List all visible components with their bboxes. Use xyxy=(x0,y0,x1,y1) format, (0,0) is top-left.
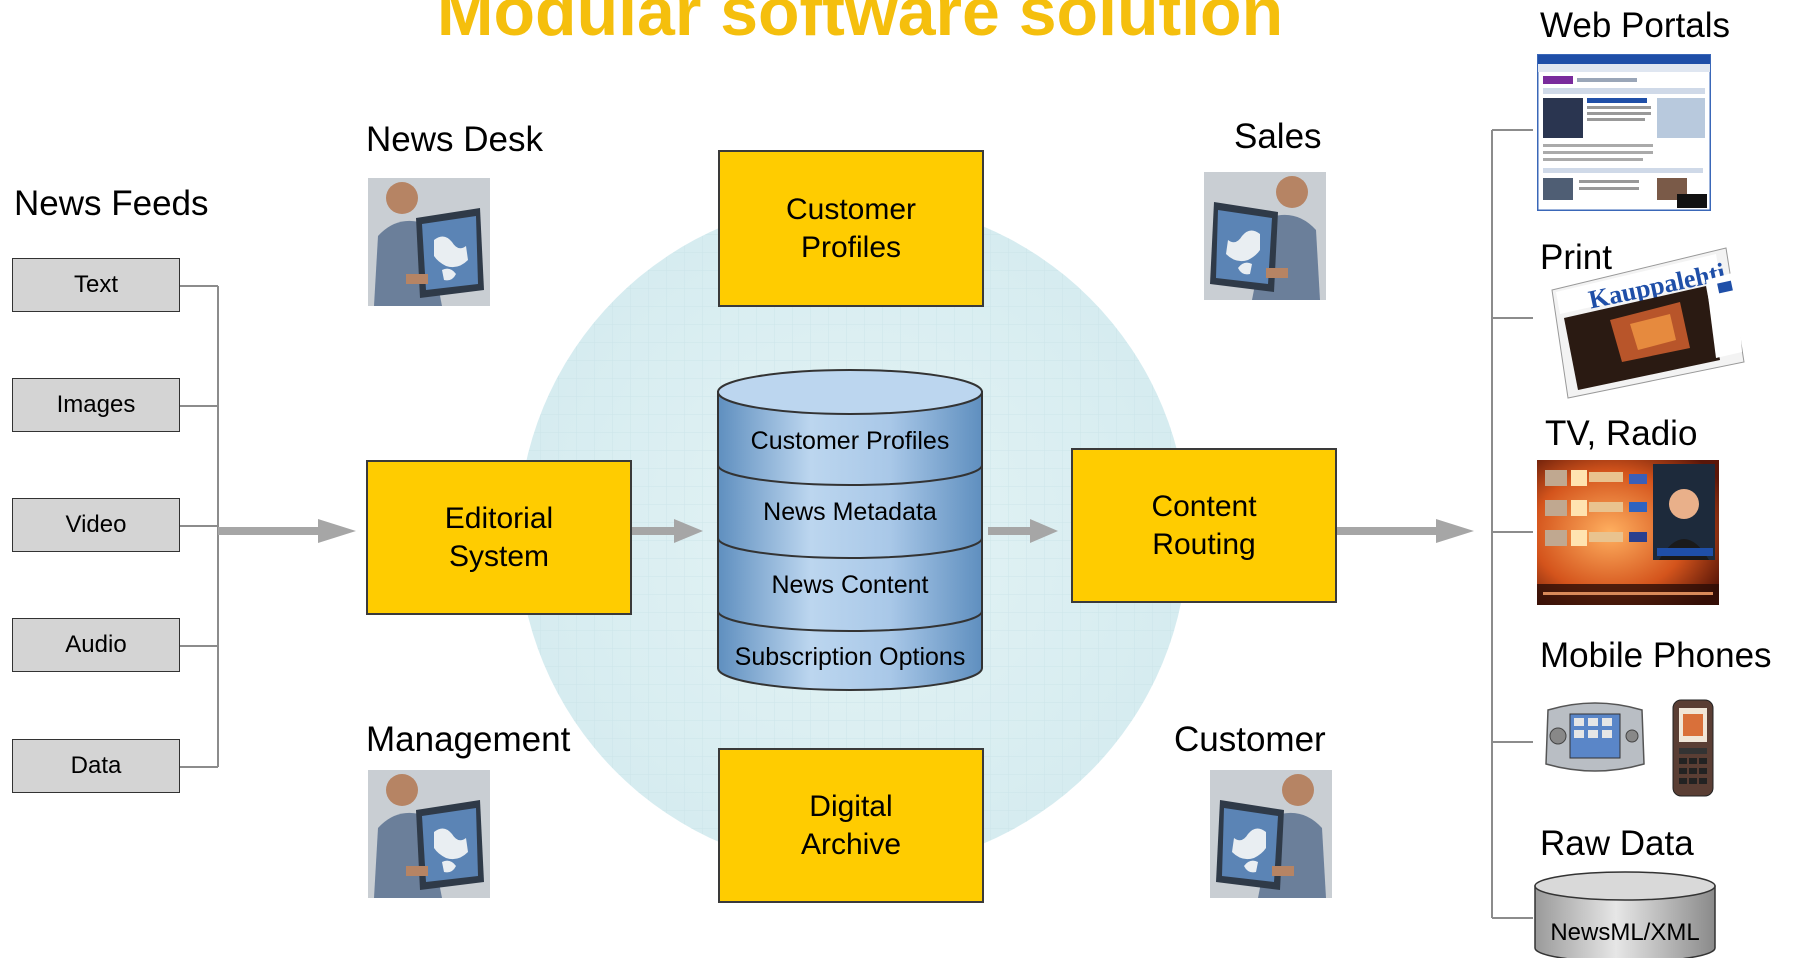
role-label-customer: Customer xyxy=(1174,720,1326,759)
db-layer-news-metadata: News Metadata xyxy=(763,498,937,526)
web-portal-screenshot xyxy=(1537,54,1711,211)
output-label-mobile-phones: Mobile Phones xyxy=(1540,636,1772,675)
arrow-feeds-to-editorial xyxy=(218,519,356,543)
flow-arrows xyxy=(218,519,1474,543)
raw-data-cylinder xyxy=(1534,871,1716,958)
feed-video: Video xyxy=(12,498,180,552)
role-label-news-desk: News Desk xyxy=(366,120,543,159)
print-newspaper-image: Kauppalehti xyxy=(1551,247,1745,399)
module-editorial-system-line1: Editorial xyxy=(444,501,554,535)
page-title: Modular software solution xyxy=(436,0,1284,50)
raw-data-format-label: NewsML/XML xyxy=(1550,919,1700,946)
module-editorial-system-line2: System xyxy=(448,539,549,573)
module-customer-profiles-line1: Customer xyxy=(785,192,917,226)
module-digital-archive-line1: Digital xyxy=(809,789,893,823)
news-desk-person-image xyxy=(368,178,490,306)
module-digital-archive-line2: Archive xyxy=(800,827,902,861)
arrow-database-to-routing xyxy=(988,519,1058,543)
feed-data: Data xyxy=(12,739,180,793)
db-layer-subscription-options: Subscription Options xyxy=(734,643,966,671)
arrow-editorial-to-database xyxy=(630,519,703,543)
mobile-phone-2-image xyxy=(1672,699,1714,797)
output-label-web-portals: Web Portals xyxy=(1540,6,1730,45)
output-label-raw-data: Raw Data xyxy=(1540,824,1694,863)
module-content-routing-line2: Routing xyxy=(1152,527,1256,561)
feed-images: Images xyxy=(12,378,180,432)
management-person-image xyxy=(368,770,490,898)
database-cylinder xyxy=(717,369,983,691)
arrow-routing-to-outputs xyxy=(1336,519,1474,543)
mobile-phone-1-image xyxy=(1545,702,1645,772)
module-content-routing-line1: Content xyxy=(1151,489,1257,523)
feed-audio: Audio xyxy=(12,618,180,672)
output-label-tv-radio: TV, Radio xyxy=(1545,414,1698,453)
feed-text: Text xyxy=(12,258,180,312)
output-label-print: Print xyxy=(1540,238,1612,277)
outputs-connector xyxy=(1491,129,1533,919)
feeds-connector xyxy=(180,285,219,768)
sales-person-image xyxy=(1204,172,1326,300)
role-label-sales: Sales xyxy=(1234,117,1322,156)
db-layer-customer-profiles: Customer Profiles xyxy=(750,427,950,455)
tv-broadcast-image xyxy=(1537,460,1719,605)
customer-person-image xyxy=(1210,770,1332,898)
news-feeds-heading: News Feeds xyxy=(14,184,209,223)
role-label-management: Management xyxy=(366,720,571,759)
db-layer-news-content: News Content xyxy=(771,571,929,599)
module-customer-profiles-line2: Profiles xyxy=(800,230,902,264)
